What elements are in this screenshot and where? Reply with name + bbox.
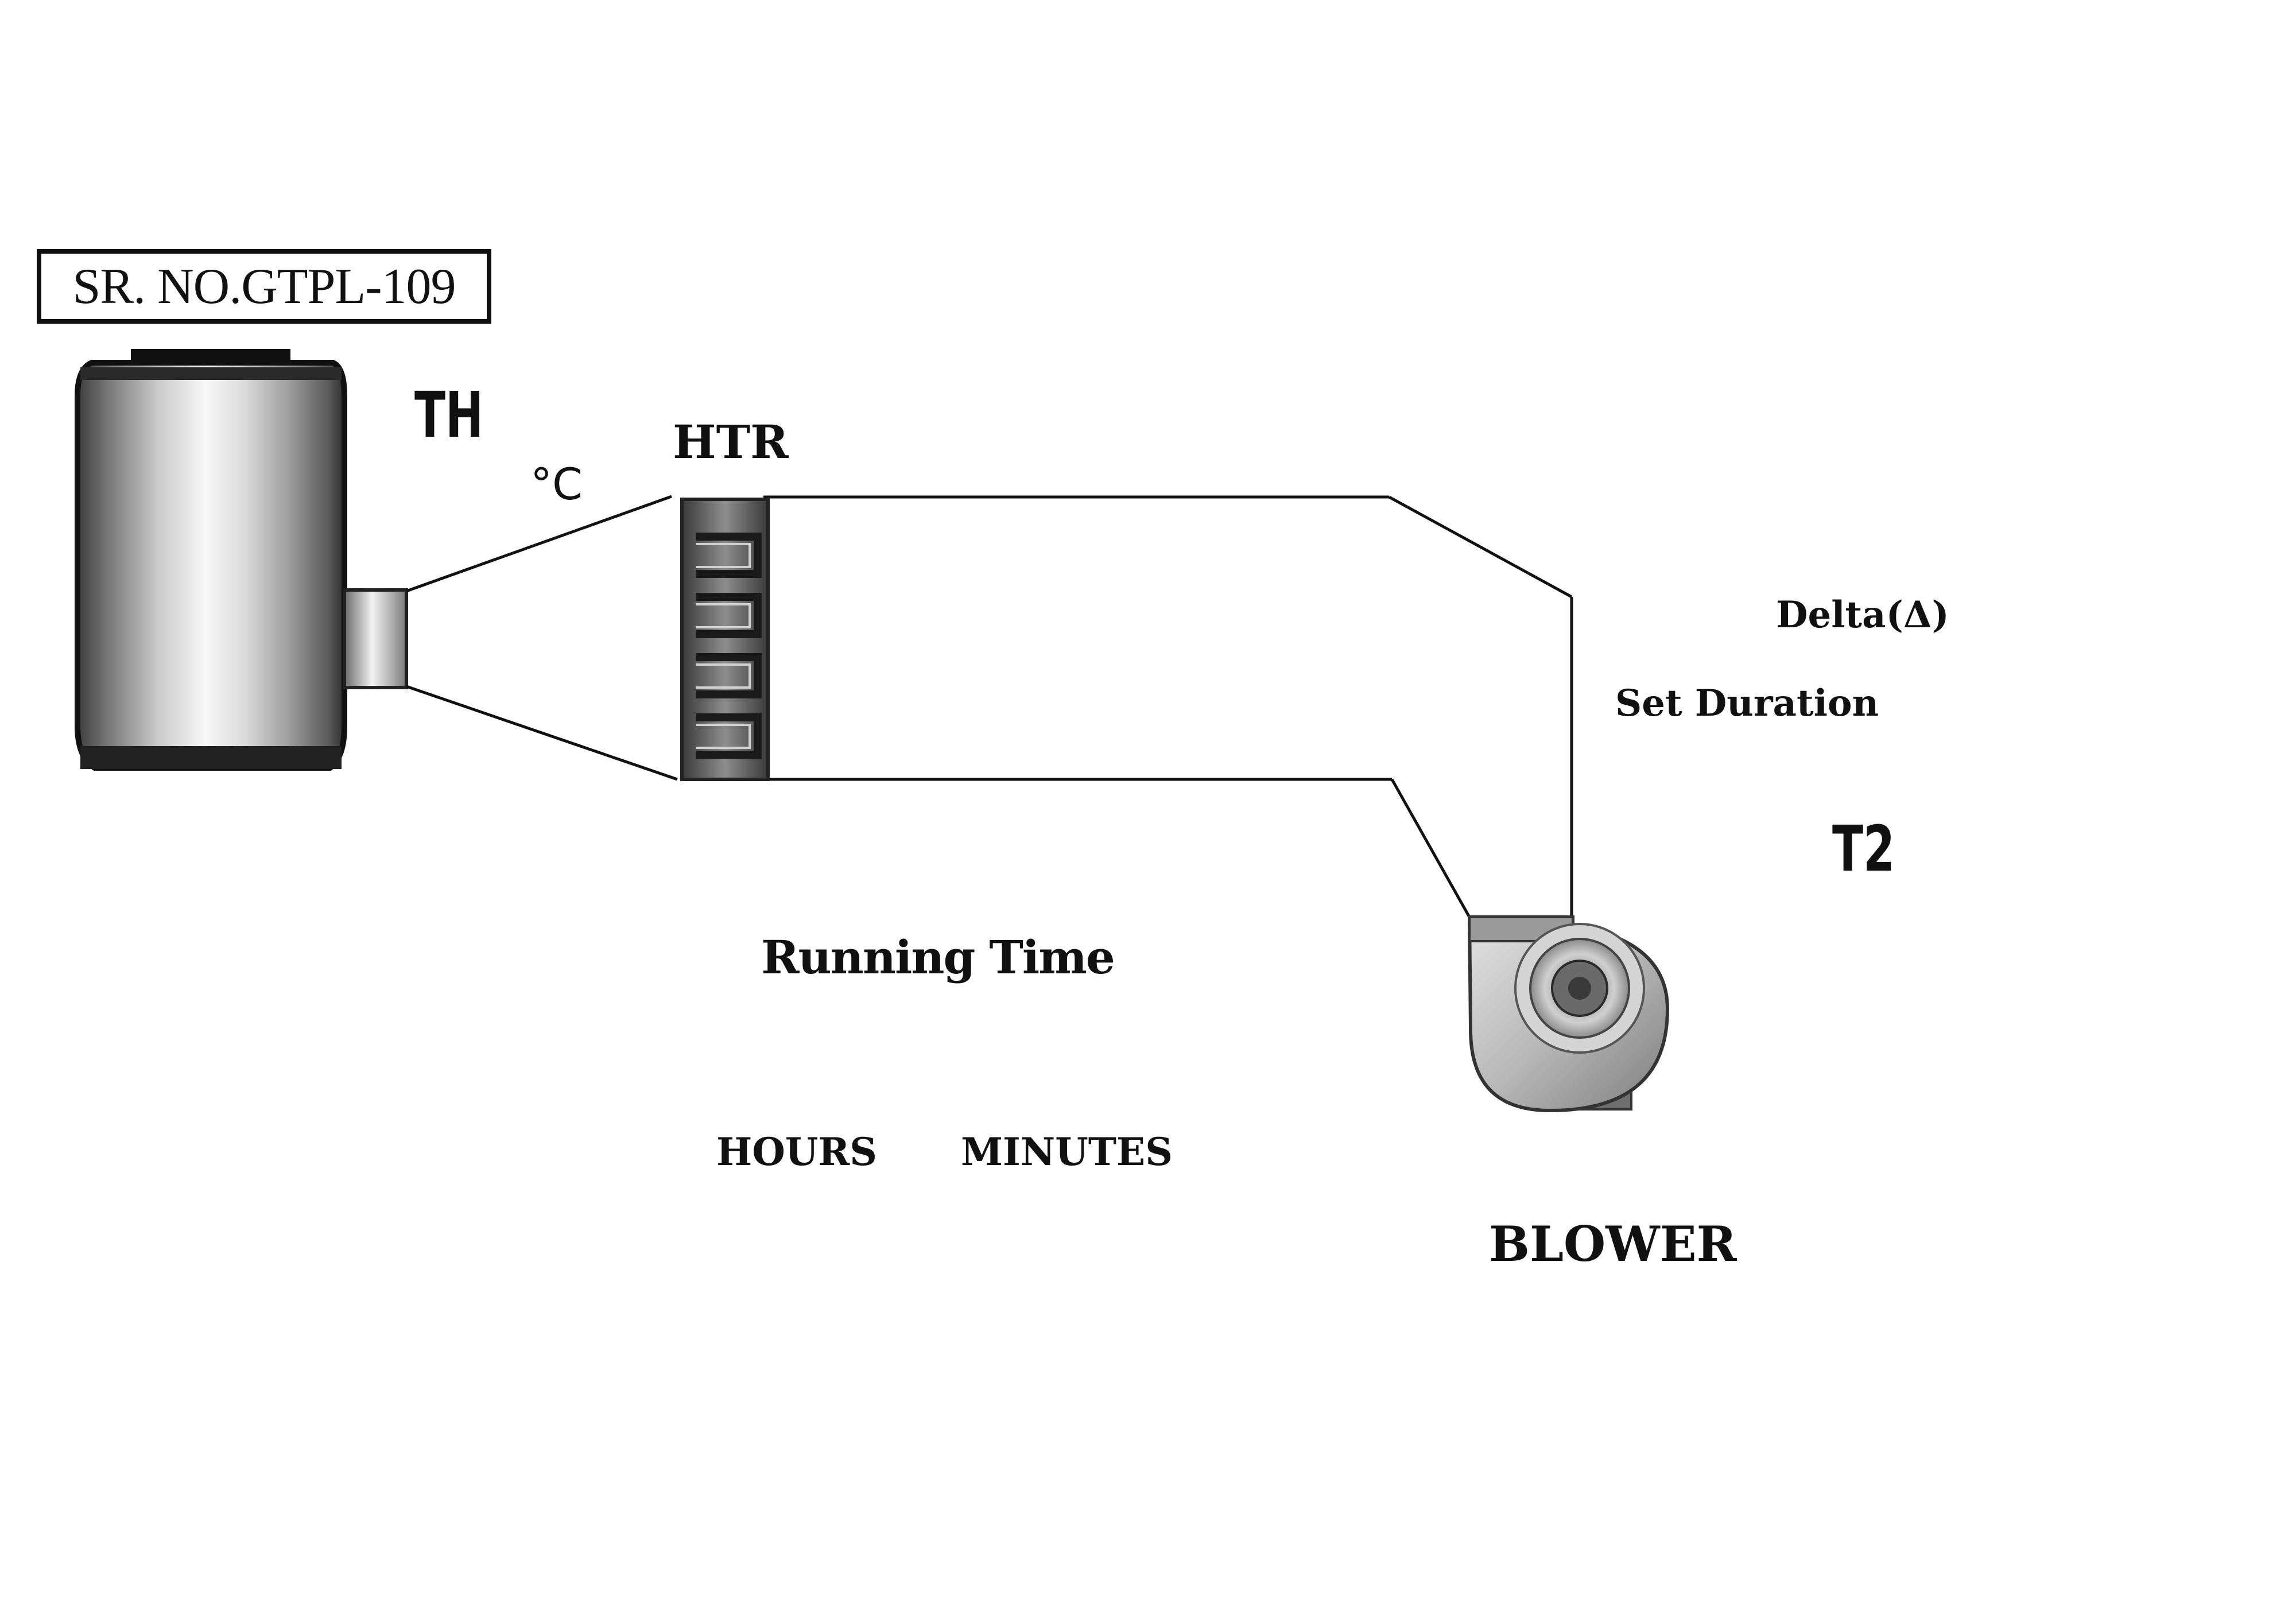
cylindrical-tank-icon [75,349,347,771]
htr-label: HTR [673,415,789,469]
temperature-unit-label: °C [530,459,583,510]
serial-number-label: SR. NO.GTPL-109 [37,249,491,324]
delta-label: Delta(Δ) [1776,593,1949,636]
blower-label: BLOWER [1489,1216,1737,1272]
running-time-label: Running Time [761,930,1115,984]
tank-outlet-neck [343,588,408,689]
heater-coil-icon [680,498,770,781]
th-label: TH [414,378,484,452]
hours-label: HOURS [716,1129,877,1174]
minutes-label: MINUTES [961,1129,1173,1174]
t2-label: T2 [1832,812,1895,886]
set-duration-label: Set Duration [1615,682,1879,725]
duct-outline [406,495,1573,918]
centrifugal-blower-icon [1467,915,1670,1113]
